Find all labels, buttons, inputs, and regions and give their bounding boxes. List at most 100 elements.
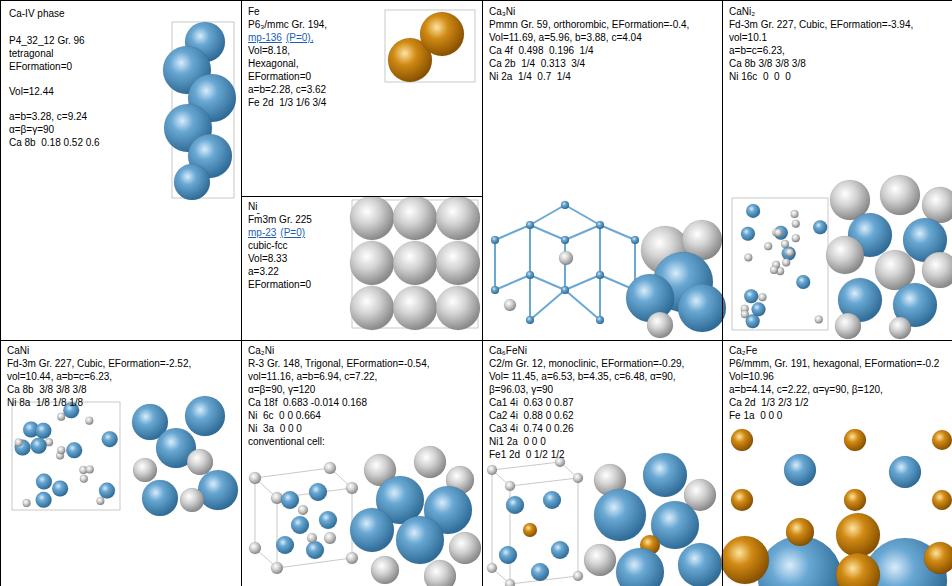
atom-sphere — [491, 236, 499, 244]
structure-data: (P=0) — [280, 227, 305, 238]
atom-sphere — [499, 546, 517, 564]
atom-sphere — [487, 465, 497, 475]
bond-line — [530, 275, 565, 290]
atom-sphere — [249, 542, 261, 554]
atom-sphere — [561, 286, 569, 294]
atom-sphere — [924, 542, 952, 574]
atom-sphere — [678, 543, 722, 586]
atom-sphere — [643, 453, 687, 497]
atom-sphere — [782, 258, 790, 266]
atom-sphere — [786, 248, 794, 256]
structure-data: α=β=γ=90 — [9, 123, 159, 136]
atom-sphere — [523, 523, 537, 537]
atom-sphere — [319, 511, 337, 529]
bond-line — [565, 275, 600, 290]
atom-sphere — [844, 429, 866, 451]
bond-line — [565, 225, 600, 240]
structure-data: Ni 16c 0 0 0 — [729, 70, 951, 83]
text-block: Ca₂NiR-3 Gr. 148, Trigonal, EFormation=-… — [248, 344, 480, 448]
panel-title: Ca₂Ni — [248, 344, 480, 357]
atom-sphere — [346, 482, 358, 494]
bond-line — [529, 275, 531, 320]
panel-title: CaNi₂ — [729, 5, 951, 18]
structure-data: a=b=4.14, c=2.22, α=γ=90, β=120, — [729, 383, 951, 396]
atom-sphere — [596, 316, 604, 324]
atom-sphere — [393, 241, 437, 285]
atom-sphere — [185, 396, 225, 436]
panel-title: Ca₆FeNi — [489, 344, 721, 357]
structure-panel: Ca₂FeP6/mmm, Gr. 191, hexagonal, EFormat… — [722, 340, 952, 586]
structure-panel: FeP6₃/mmc Gr. 194,mp-136(P=0),Vol=8.18,H… — [241, 0, 483, 197]
atom-sphere — [142, 480, 178, 516]
atom-sphere — [187, 449, 213, 475]
structure-data: Ca2 4i 0.88 0 0.62 — [489, 409, 721, 422]
atom-sphere — [249, 472, 261, 484]
structure-data: Ca 8b 3/8 3/8 3/8 — [7, 383, 239, 396]
atom-sphere — [36, 474, 52, 490]
atom-sphere — [616, 548, 664, 586]
atom-sphere — [526, 221, 534, 229]
bond-line — [530, 290, 565, 320]
structure-data: Ca 2b 1/4 0.313 3/4 — [489, 57, 719, 70]
atom-sphere — [36, 492, 52, 508]
atom-sphere — [792, 234, 800, 242]
atom-sphere — [752, 302, 766, 316]
bond-line — [530, 225, 565, 240]
structure-panel: CaNiFd-3m Gr. 227, Cubic, EFormation=-2.… — [0, 340, 242, 586]
structure-data: a=b=3.28, c=9.24 — [9, 110, 159, 123]
panel-title: CaNi — [7, 344, 239, 357]
atom-sphere — [889, 456, 921, 488]
structure-panel: Ca₆FeNiC2/m Gr. 12, monoclinic, EFormati… — [482, 340, 723, 586]
atom-sphere — [298, 505, 308, 515]
structure-panel: Ca₂NiR-3 Gr. 148, Trigonal, EFormation=-… — [241, 340, 483, 586]
structure-data: a=b=c=6.23, — [729, 44, 951, 57]
bond-line — [495, 275, 530, 290]
structure-data: P6/mmm, Gr. 191, hexagonal, EFormation=-… — [729, 357, 951, 370]
atom-sphere — [324, 462, 336, 474]
atom-sphere — [744, 253, 752, 261]
atom-sphere — [932, 430, 952, 450]
structure-data: vol=10.44, a=b=c=6.23, — [7, 370, 239, 383]
text-block: NiFm̄3m Gr. 225mp-23(P=0)cubic-fccVol=8.… — [248, 200, 348, 291]
atom-sphere — [596, 221, 604, 229]
atom-sphere — [436, 286, 480, 330]
atom-sphere — [826, 236, 864, 274]
atom-sphere — [731, 489, 753, 511]
atom-sphere — [594, 489, 646, 541]
structure-data: a=3.22 — [248, 265, 348, 278]
structure-data: Ni 2a 1/4 0.7 1/4 — [489, 70, 719, 83]
atom-sphere — [746, 204, 760, 218]
atom-sphere — [350, 508, 394, 552]
atom-sphere — [491, 286, 499, 294]
structure-data: mp-23(P=0) — [248, 226, 348, 239]
atom-sphere — [393, 286, 437, 330]
atom-sphere — [505, 579, 515, 586]
structure-data: Fe 2d 1/3 1/6 3/4 — [248, 96, 383, 109]
structure-data: Fm̄3m Gr. 225 — [248, 213, 348, 226]
text-block: CaNiFd-3m Gr. 227, Cubic, EFormation=-2.… — [7, 344, 239, 409]
structure-data: Ni 3a 0 0 0 — [248, 422, 480, 435]
structure-data: (P=0), — [286, 32, 314, 43]
text-block: Ca₃NiPmmn Gr. 59, orthorombic, EFormatio… — [489, 5, 719, 83]
structure-data: mp-136(P=0), — [248, 31, 383, 44]
structure-data: Ni 8a 1/8 1/8 1/8 — [7, 396, 239, 409]
atom-sphere — [596, 271, 604, 279]
atom-sphere — [180, 488, 204, 512]
structure-data: Ca 18f 0.683 -0.014 0.168 — [248, 396, 480, 409]
atom-sphere — [52, 480, 68, 496]
bond-line — [529, 225, 531, 275]
atom-sphere — [449, 532, 481, 564]
atom-sphere — [744, 289, 758, 303]
structure-panel: Ca₃NiPmmn Gr. 59, orthorombic, EFormatio… — [482, 0, 723, 341]
atom-sphere — [35, 423, 51, 439]
structure-data: Vol=8.18, — [248, 44, 383, 57]
atom-sphere — [791, 210, 799, 218]
atom-sphere — [531, 563, 549, 581]
structure-data: Ca 4f 0.498 0.196 1/4 — [489, 44, 719, 57]
atom-sphere — [99, 483, 115, 499]
atom-sphere — [647, 312, 673, 338]
structure-data: Vol=11.69, a=5.96, b=3.88, c=4.04 — [489, 31, 719, 44]
atom-sphere — [307, 533, 317, 543]
panel-title: Fe — [248, 5, 383, 18]
